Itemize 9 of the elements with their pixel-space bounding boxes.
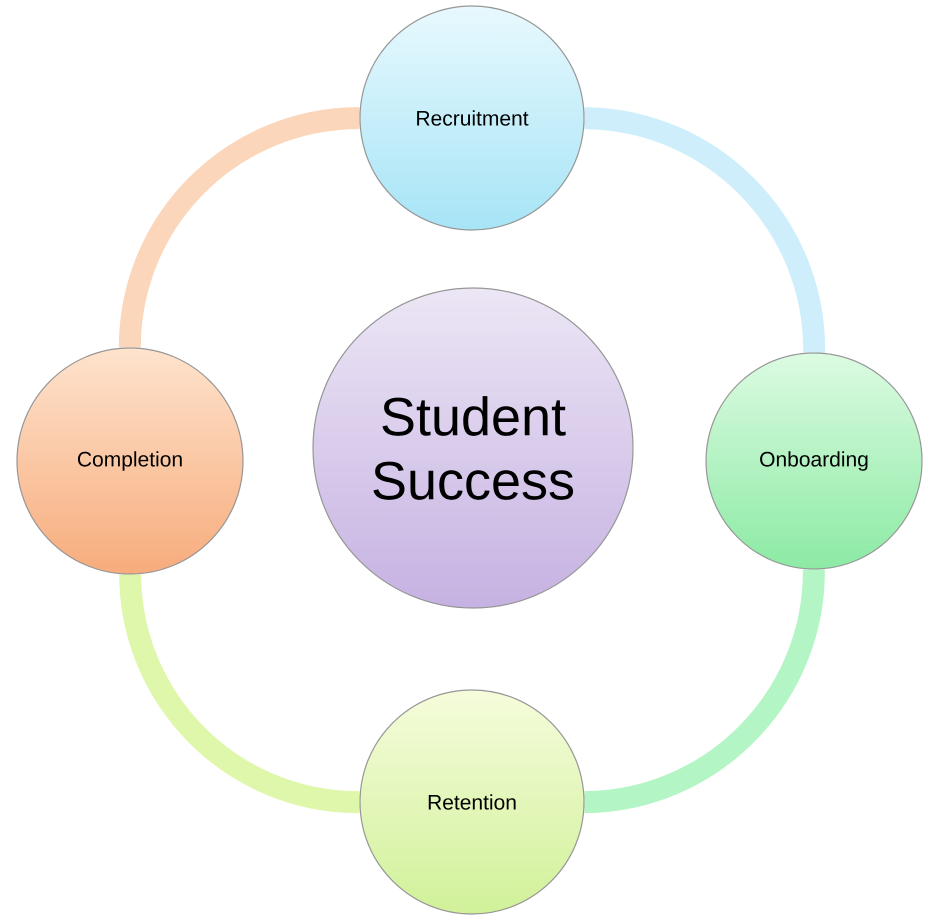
circle-node: Completion (16, 347, 244, 575)
circle-node: Student Success (312, 287, 634, 609)
circle-node: Recruitment (359, 5, 585, 231)
circle-node: Onboarding (705, 352, 923, 570)
circle-node: Retention (359, 689, 585, 915)
ring-segment (584, 568, 825, 814)
ring-segment (584, 107, 826, 354)
ring-segment (119, 574, 360, 814)
ring-segment (118, 107, 360, 348)
